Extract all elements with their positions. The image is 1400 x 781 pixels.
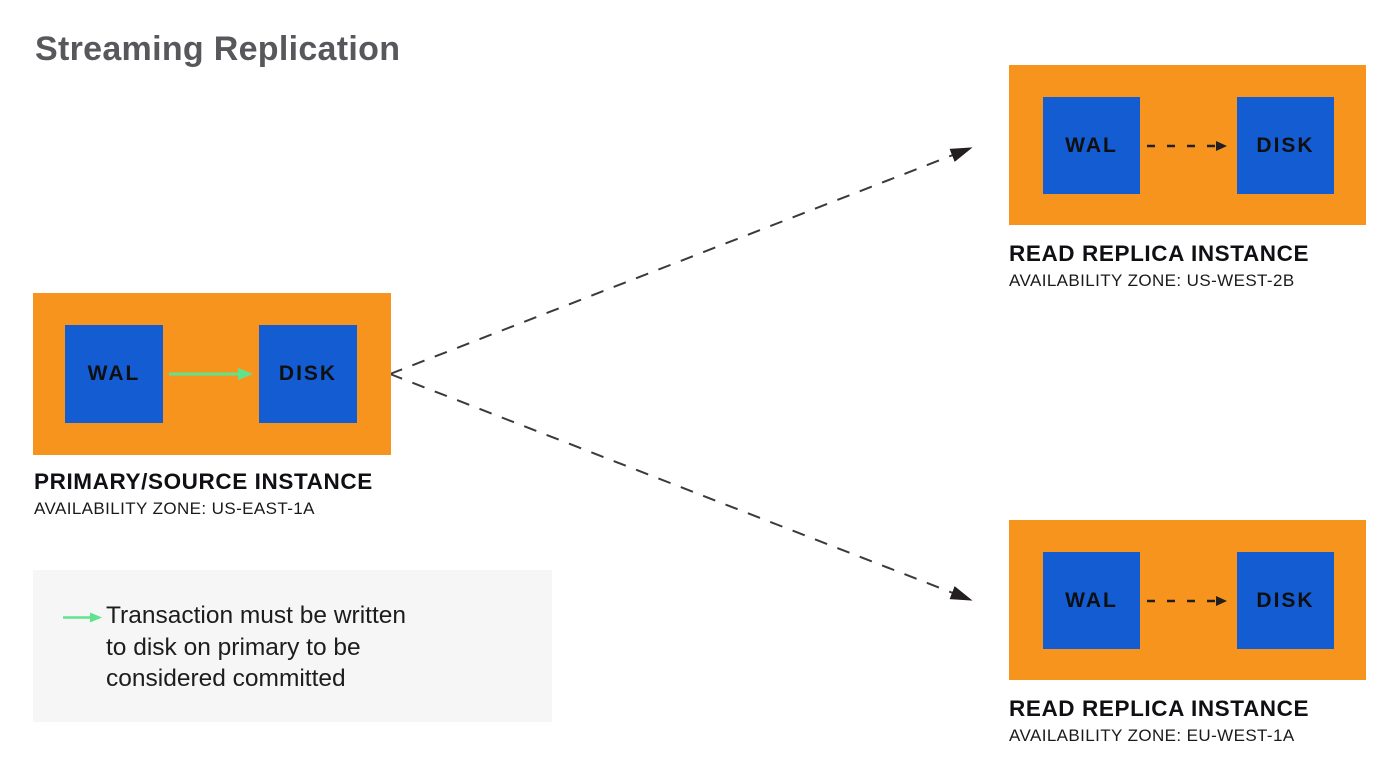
primary-disk-label: DISK	[278, 362, 338, 385]
primary-availability-zone: AVAILABILITY ZONE: US-EAST-1A	[34, 499, 315, 518]
replica1-wal-label: WAL	[1065, 133, 1118, 157]
read-replica-card-eu-west-1a: WAL DISK	[1009, 520, 1366, 680]
legend-box: Transaction must be written to disk on p…	[33, 570, 552, 722]
wal-to-disk-committed-arrow	[169, 368, 253, 380]
replica1-disk-node: DISK	[1237, 97, 1334, 194]
primary-wal-label: WAL	[87, 362, 141, 385]
replica2-wal-node: WAL	[1043, 552, 1140, 649]
primary-disk-node: DISK	[259, 325, 357, 423]
committed-arrow-legend-icon	[63, 612, 102, 623]
replica2-disk-node: DISK	[1237, 552, 1334, 649]
legend-line-2: to disk on primary to be	[106, 633, 361, 661]
diagram-title: Streaming Replication	[35, 30, 401, 68]
replica2-wal-label: WAL	[1065, 588, 1118, 612]
primary-instance-card: WAL DISK	[33, 293, 391, 455]
legend-line-1: Transaction must be written	[106, 602, 407, 629]
read-replica-card-us-west-2b: WAL DISK	[1009, 65, 1366, 225]
replica1-disk-label: DISK	[1256, 133, 1315, 157]
legend-text: Transaction must be written to disk on p…	[106, 600, 406, 695]
replica2-disk-label: DISK	[1256, 588, 1315, 612]
legend-line-3: considered committed	[106, 665, 346, 692]
primary-wal-node: WAL	[65, 325, 163, 423]
replication-arrow-to-us-west-2b	[389, 147, 973, 375]
primary-instance-title: PRIMARY/SOURCE INSTANCE	[34, 469, 373, 494]
replica2-availability-zone: AVAILABILITY ZONE: EU-WEST-1A	[1009, 726, 1295, 745]
replica2-instance-title: READ REPLICA INSTANCE	[1009, 696, 1310, 721]
replica1-instance-title: READ REPLICA INSTANCE	[1009, 241, 1310, 266]
replica1-wal-node: WAL	[1043, 97, 1140, 194]
replication-arrow-to-eu-west-1a	[389, 373, 973, 601]
replica1-availability-zone: AVAILABILITY ZONE: US-WEST-2B	[1009, 271, 1295, 290]
